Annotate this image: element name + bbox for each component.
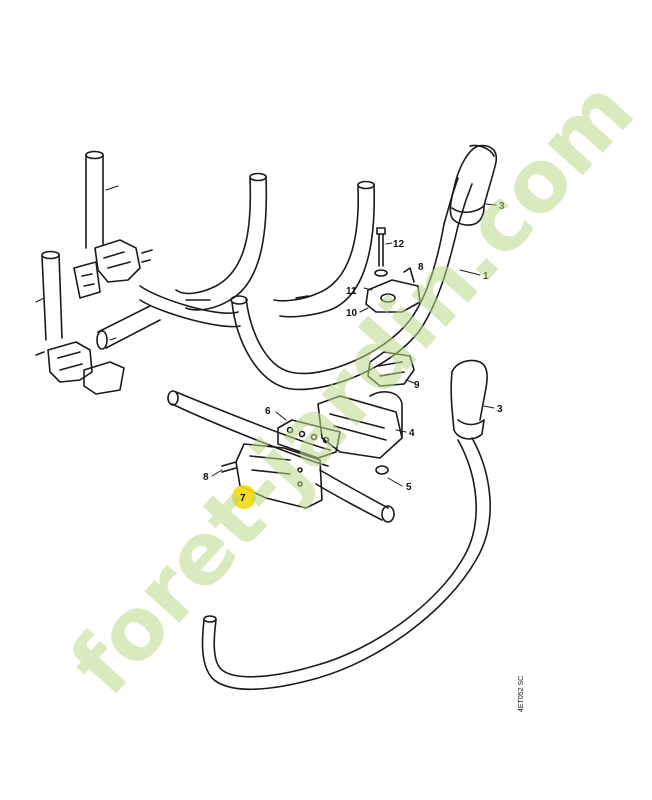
front-clamp-lower: [35, 341, 125, 395]
callout-3-lower: 3: [497, 404, 503, 415]
bolt-12: [374, 227, 388, 277]
handlebar-lower: [201, 437, 491, 691]
watermark-logo: foret-jardin.com: [51, 61, 652, 714]
callout-6: 6: [265, 406, 271, 417]
watermark-text: foret-jardin.com: [51, 61, 652, 714]
callout-1: 1: [483, 271, 489, 282]
rear-clamp-upper: [73, 239, 153, 299]
grip-upper: [449, 144, 498, 226]
screw-8-lower: [221, 461, 237, 473]
callout-10: 10: [346, 308, 358, 319]
callout-8-lower: 8: [203, 472, 209, 483]
callout-4: 4: [409, 428, 415, 439]
highlight-marker: [232, 485, 256, 509]
plate-6: [277, 419, 341, 459]
callout-8-upper: 8: [418, 262, 424, 273]
clamp-lower-9: [367, 351, 415, 387]
callout-3-upper: 3: [499, 201, 505, 212]
left-post-front: [41, 250, 63, 341]
callout-7: 7: [240, 493, 246, 504]
callout-5: 5: [406, 482, 412, 493]
loop-handle-frame: [175, 172, 376, 318]
leader-lines: [35, 185, 497, 487]
cross-tube: [96, 285, 241, 350]
mount-4: [317, 391, 403, 475]
left-post-rear: [85, 150, 104, 249]
callout-12: 12: [393, 239, 405, 250]
handlebar-upper: [230, 177, 473, 391]
clamp-top-10: [365, 267, 421, 313]
callout-9: 9: [414, 380, 420, 391]
callout-11: 11: [346, 286, 357, 297]
reference-code: 4ET052 SC: [518, 676, 525, 712]
grip-lower: [450, 359, 488, 440]
